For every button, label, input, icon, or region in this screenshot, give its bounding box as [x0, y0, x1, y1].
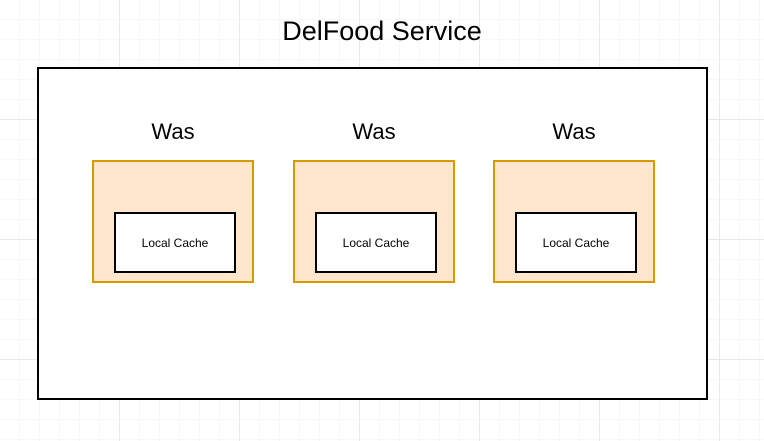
local-cache-box[interactable]: Local Cache	[114, 212, 236, 273]
page-title: DelFood Service	[282, 16, 482, 46]
node-label: Was	[352, 119, 396, 144]
node-group-was-1[interactable]: Was Local Cache	[92, 118, 254, 283]
node-group-was-3[interactable]: Was Local Cache	[493, 118, 655, 283]
local-cache-label: Local Cache	[141, 235, 209, 250]
node-group-was-2[interactable]: Was Local Cache	[293, 118, 455, 283]
was-node-box[interactable]: Local Cache	[92, 160, 254, 283]
local-cache-label: Local Cache	[342, 235, 410, 250]
node-label: Was	[552, 119, 596, 144]
was-node-box[interactable]: Local Cache	[293, 160, 455, 283]
local-cache-box[interactable]: Local Cache	[515, 212, 637, 273]
node-label: Was	[151, 119, 195, 144]
local-cache-box[interactable]: Local Cache	[315, 212, 437, 273]
was-node-box[interactable]: Local Cache	[493, 160, 655, 283]
local-cache-label: Local Cache	[542, 235, 610, 250]
